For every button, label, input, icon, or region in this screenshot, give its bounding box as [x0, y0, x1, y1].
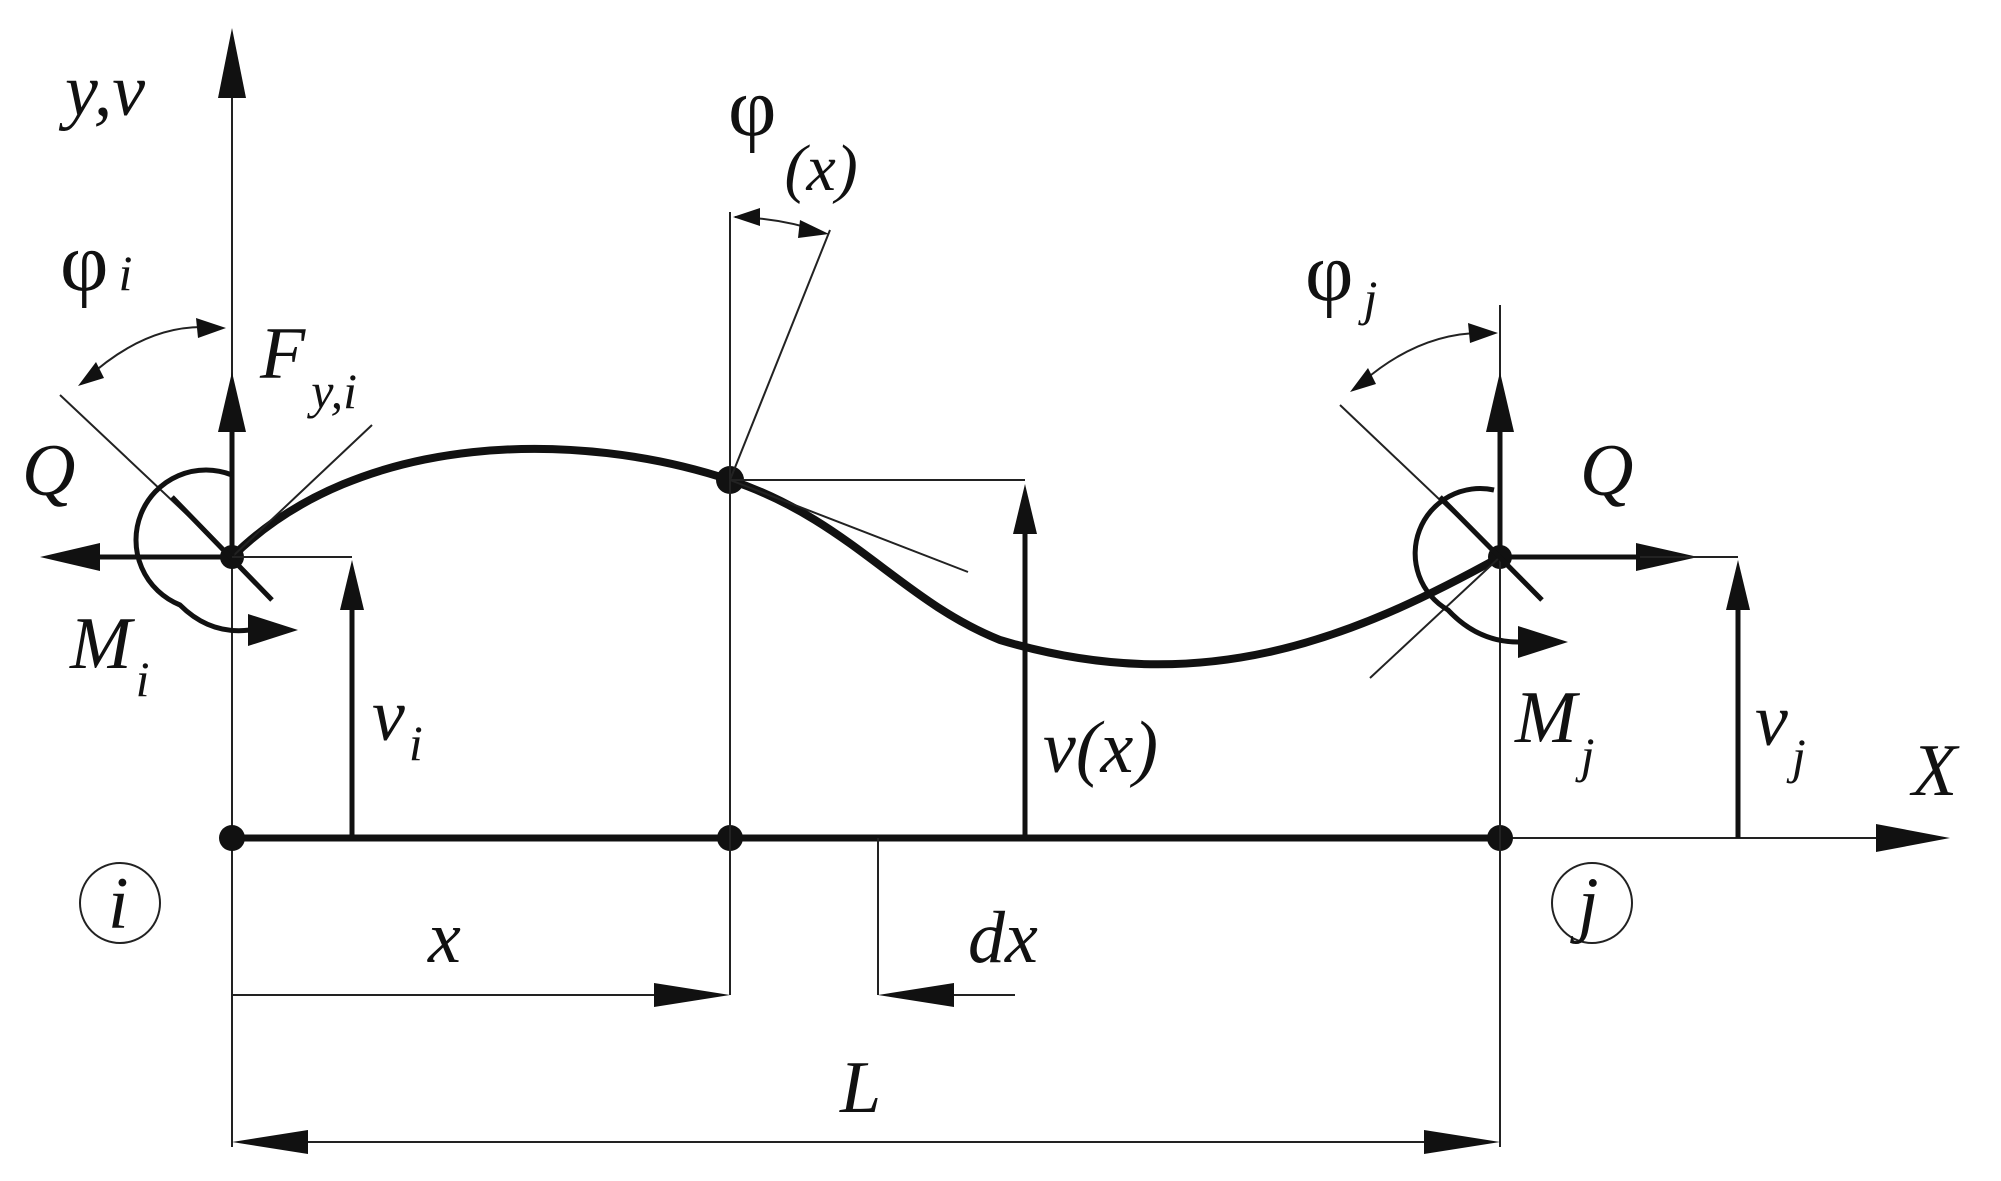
force-arrow-fy-j	[1486, 372, 1514, 557]
phi-i-arc	[78, 318, 226, 386]
hinge-slash-j	[1438, 495, 1544, 602]
dimension-x	[232, 983, 730, 1007]
label-dim-L: L	[839, 1047, 881, 1129]
label-dim-dx: dx	[968, 897, 1038, 979]
label-x-axis: X	[1909, 730, 1960, 812]
displacement-arrow-v-i	[232, 556, 364, 838]
label-v-i: vi	[372, 675, 423, 771]
axial-arrow-q-left	[40, 543, 232, 571]
phi-j-arc	[1350, 323, 1498, 392]
phi-x-arc	[733, 208, 829, 238]
label-phi-x: φ(x)	[728, 61, 858, 205]
moment-arrow-m-j	[1412, 486, 1568, 658]
displacement-arrow-v-j	[1640, 556, 1750, 838]
label-node-i: i	[108, 863, 129, 945]
y-axis	[218, 28, 246, 1147]
label-moment-i: Mi	[69, 603, 150, 707]
label-q-left: Q	[22, 430, 75, 512]
tangent-line-j	[1369, 556, 1501, 679]
moment-arrow-m-i	[133, 467, 298, 646]
deflection-curve	[228, 444, 1504, 669]
label-dim-x: x	[427, 897, 461, 979]
force-arrow-fy-i	[218, 372, 246, 557]
label-y-axis: y,v	[58, 50, 145, 132]
node-circle-i	[79, 862, 161, 944]
label-moment-j: Mj	[1514, 677, 1595, 783]
tangent-line-x-upper	[729, 229, 831, 481]
tangent-line-x-lower	[729, 479, 969, 573]
x-axis	[1500, 824, 1950, 852]
displacement-arrow-v-x	[730, 479, 1037, 838]
label-v-x: v(x)	[1043, 707, 1158, 789]
label-q-right: Q	[1580, 430, 1633, 512]
tangent-line-i	[231, 424, 373, 558]
hinge-slash-i	[170, 495, 274, 602]
label-node-j: j	[1570, 863, 1599, 945]
dimension-L	[232, 1130, 1500, 1154]
node-dot-i	[219, 825, 245, 851]
dimension-dx	[878, 983, 1015, 1007]
node-circle-j	[1551, 862, 1633, 944]
label-v-j: vj	[1755, 680, 1806, 784]
